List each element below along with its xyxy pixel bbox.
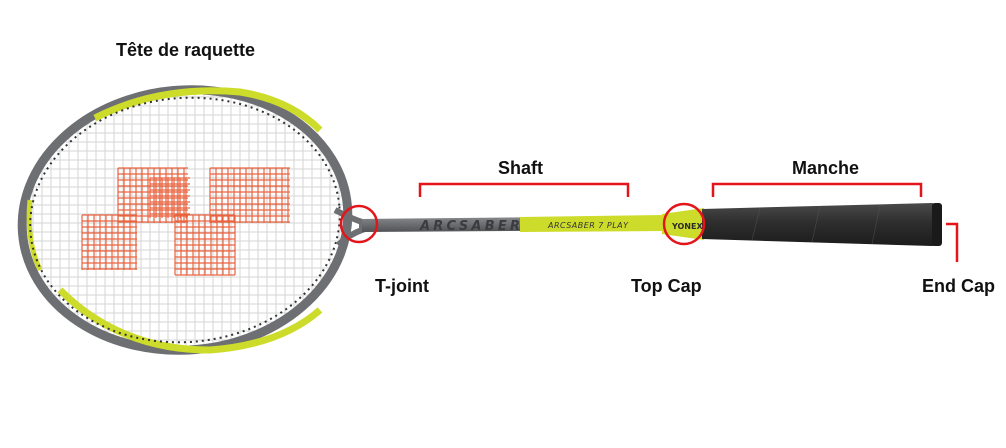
frame-grommets bbox=[29, 96, 341, 344]
brand-logo: YONEX bbox=[671, 222, 703, 231]
frame-accent-top bbox=[93, 87, 323, 133]
top-cap bbox=[662, 208, 704, 240]
grip-texture bbox=[751, 204, 881, 245]
grip bbox=[702, 203, 940, 246]
end-cap-label: End Cap bbox=[922, 276, 996, 296]
frame-accent-bottom bbox=[57, 287, 323, 354]
racket-shaft: ARCSABER ARCSABER 7 PLAY bbox=[333, 207, 665, 248]
handle-label: Manche bbox=[792, 158, 860, 178]
top-cap-marker bbox=[662, 202, 706, 246]
t-joint-marker bbox=[339, 204, 379, 244]
shaft-label: Shaft bbox=[498, 158, 543, 178]
t-joint-label: T-joint bbox=[375, 276, 429, 296]
shaft-bracket bbox=[418, 182, 630, 197]
head-label: Tête de raquette bbox=[116, 40, 256, 60]
racket-head bbox=[17, 85, 353, 355]
end-cap-bracket bbox=[946, 222, 959, 262]
handle-bracket bbox=[711, 182, 923, 197]
racket-handle: YONEX bbox=[662, 203, 942, 246]
stencil-logo bbox=[81, 167, 290, 276]
top-cap-label: Top Cap bbox=[631, 276, 702, 296]
shaft-text-small: ARCSABER 7 PLAY bbox=[547, 221, 629, 230]
end-cap bbox=[932, 203, 942, 246]
shaft-yellow bbox=[520, 215, 665, 232]
